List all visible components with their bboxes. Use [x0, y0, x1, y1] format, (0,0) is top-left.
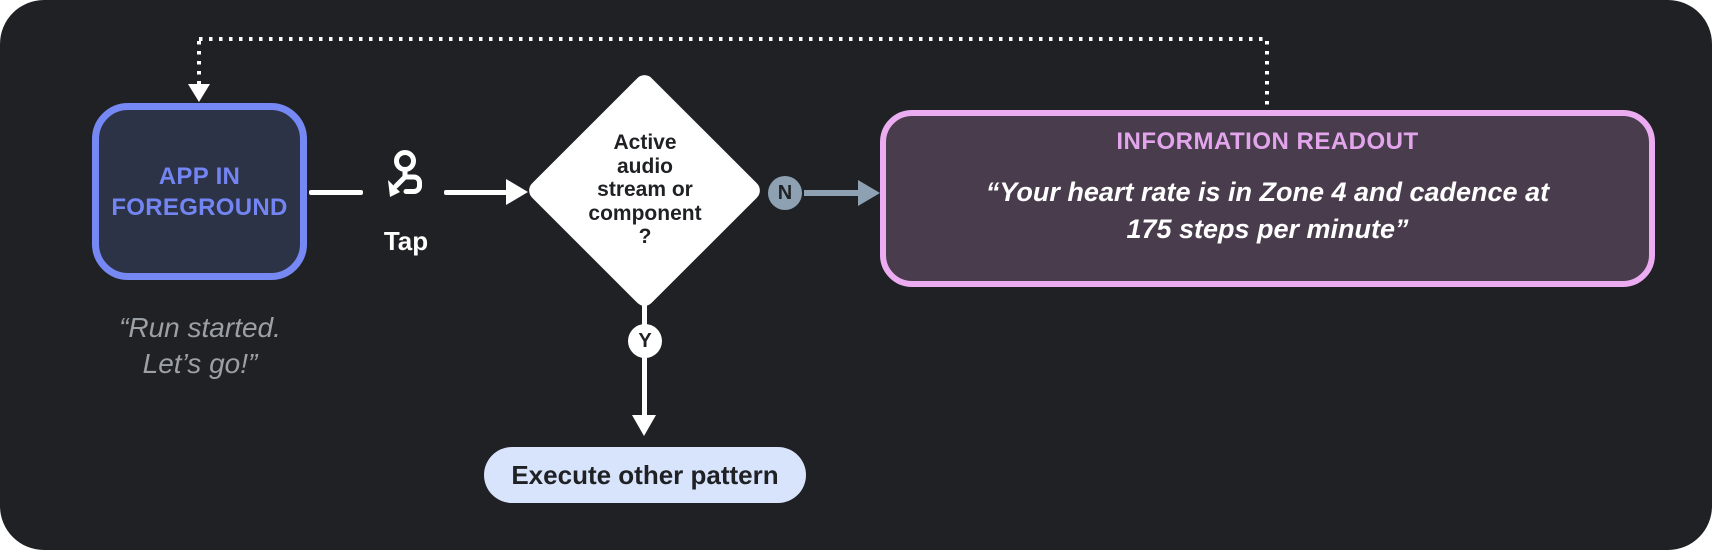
loop-dotted-line-right — [1265, 41, 1269, 108]
decision-question-line4: component — [588, 201, 702, 225]
decision-question-line1: Active — [613, 131, 677, 154]
decision-question: Active audio stream or component ? — [545, 131, 745, 249]
app-box-title-line1: APP IN — [158, 162, 241, 190]
tap-gesture-icon — [376, 148, 432, 209]
branch-no-badge: N — [768, 176, 802, 210]
information-readout-quote-line2: 175 steps per minute” — [1126, 214, 1409, 244]
yes-branch-arrow-line — [642, 356, 647, 416]
tap-label: Tap — [383, 226, 429, 256]
execute-other-pattern-node: Execute other pattern — [484, 447, 806, 503]
app-box-title-line2: FOREGROUND — [111, 193, 288, 221]
app-voice-quote: “Run started. Let’s go!” — [40, 310, 360, 382]
loop-arrowhead-down-icon — [188, 84, 210, 102]
branch-yes-badge: Y — [628, 324, 662, 358]
yes-branch-arrowhead-icon — [632, 415, 656, 436]
yes-branch-connector-line — [642, 303, 647, 326]
information-readout-title: INFORMATION READOUT — [1116, 128, 1419, 155]
decision-question-line3: stream or — [597, 178, 693, 201]
no-branch-arrowhead-icon — [858, 180, 880, 206]
decision-question-line5: ? — [638, 225, 652, 248]
flow-line-app-to-tap — [309, 190, 363, 195]
app-voice-quote-line1: “Run started. — [119, 312, 281, 343]
information-readout-quote: “Your heart rate is in Zone 4 and cadenc… — [886, 174, 1649, 248]
app-voice-quote-line2: Let’s go!” — [142, 348, 258, 379]
information-readout-quote-line1: “Your heart rate is in Zone 4 and cadenc… — [985, 177, 1550, 207]
information-readout-node: INFORMATION READOUT “Your heart rate is … — [880, 110, 1655, 287]
app-in-foreground-node: APP IN FOREGROUND — [92, 103, 307, 280]
loop-dotted-line-top — [199, 37, 1268, 41]
loop-dotted-line-left — [197, 41, 201, 85]
flow-line-tap-to-decision — [444, 190, 508, 195]
flow-arrowhead-right-icon — [506, 179, 528, 205]
decision-question-line2: audio — [617, 154, 673, 178]
no-branch-arrow-line — [804, 190, 859, 196]
